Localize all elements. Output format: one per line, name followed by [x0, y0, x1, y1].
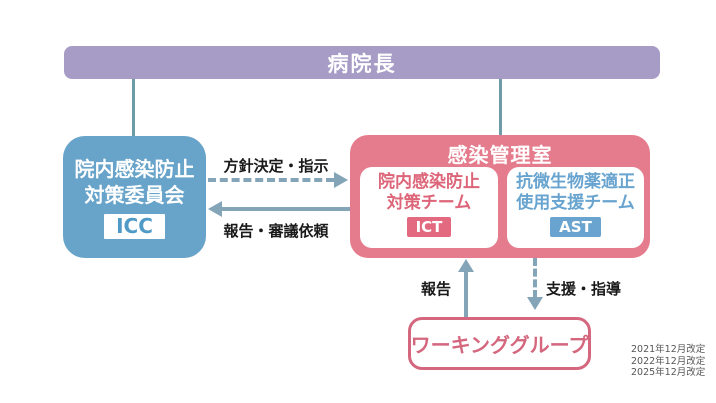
policy-arrow-label: 方針決定・指示 [223, 157, 329, 175]
ast-badge: AST [550, 217, 601, 237]
connector-director-icc [132, 79, 135, 137]
ict-team-box: 院内感染防止 対策チーム ICT [360, 167, 498, 248]
ict-badge: ICT [406, 217, 452, 237]
revision-note-2: 2022年12月改定 [631, 355, 706, 367]
report-arrow-label: 報告 [420, 280, 451, 298]
icc-committee-box: 院内感染防止 対策委員会 ICC [63, 136, 206, 258]
director-bar: 病院長 [64, 46, 660, 79]
policy-arrow-line [208, 178, 334, 182]
working-group-box: ワーキンググループ [408, 317, 591, 370]
revision-note-1: 2021年12月改定 [631, 344, 706, 355]
report-request-arrow-line [222, 207, 350, 211]
revision-note-3: 2025年12月改定 [631, 367, 706, 378]
ict-name-line2: 対策チーム [386, 193, 472, 213]
report-arrow-line [464, 271, 468, 317]
support-arrow-label: 支援・指導 [546, 280, 622, 298]
office-title: 感染管理室 [447, 143, 553, 167]
ast-name-line1: 抗微生物薬適正 [516, 172, 635, 192]
report-request-arrow-head [208, 201, 222, 217]
support-arrow-line [533, 258, 537, 298]
ast-team-box: 抗微生物薬適正 使用支援チーム AST [507, 167, 644, 248]
revision-notes: 2021年12月改定 2022年12月改定 2025年12月改定 [631, 344, 711, 379]
policy-arrow-head [334, 172, 348, 188]
icc-badge: ICC [104, 213, 165, 239]
support-arrow-head [527, 297, 543, 310]
report-arrow-head [458, 259, 474, 272]
ast-name-line2: 使用支援チーム [516, 193, 635, 213]
connector-director-office [499, 79, 502, 136]
infection-control-office-box: 感染管理室 院内感染防止 対策チーム ICT 抗微生物薬適正 使用支援チーム A… [350, 135, 650, 258]
icc-name-line1: 院内感染防止 [74, 156, 195, 181]
ict-name-line1: 院内感染防止 [378, 172, 480, 192]
report-request-arrow-label: 報告・審議依頼 [223, 222, 329, 240]
icc-name-line2: 対策委員会 [84, 182, 185, 207]
